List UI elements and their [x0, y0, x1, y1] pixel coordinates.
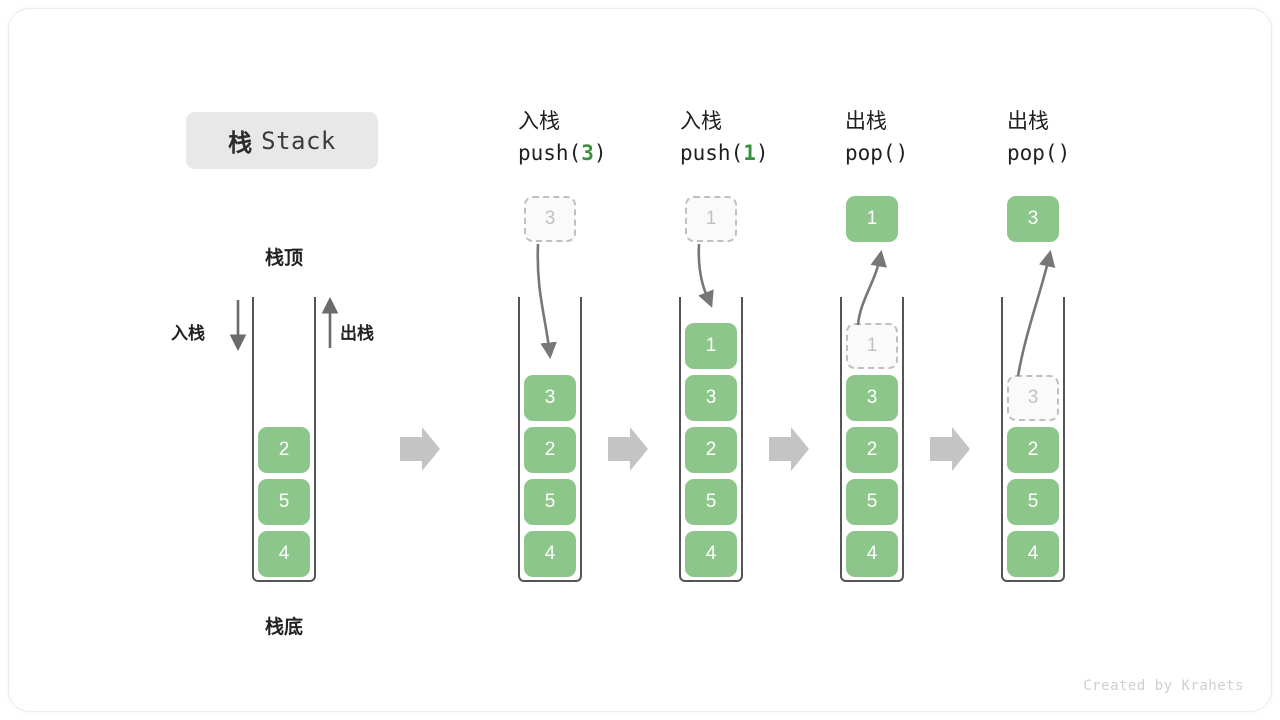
- footer-credit: Created by Krahets: [1083, 678, 1244, 694]
- stack-element-ghost: 1: [846, 323, 898, 369]
- title-english: Stack: [261, 126, 336, 155]
- stack-element: 4: [524, 531, 576, 577]
- stack-container-initial: 2 5 4: [252, 297, 316, 582]
- label-pop-side: 出栈: [340, 324, 374, 343]
- stack-container-pop-3: 2 5 4 3: [1001, 297, 1065, 582]
- label-stack-bottom: 栈底: [264, 617, 303, 638]
- stack-element: 5: [524, 479, 576, 525]
- stack-element: 4: [685, 531, 737, 577]
- stack-element: 2: [1007, 427, 1059, 473]
- label-push-side: 入栈: [171, 324, 205, 343]
- stack-element: 3: [685, 375, 737, 421]
- stack-walls: [679, 297, 743, 582]
- stage-heading-cn: 入栈: [518, 110, 560, 133]
- code-prefix: pop(: [845, 141, 896, 165]
- code-suffix: ): [593, 141, 607, 165]
- stack-element: 4: [1007, 531, 1059, 577]
- stack-container-push-3: 3 2 5 4: [518, 297, 582, 582]
- stack-element: 2: [685, 427, 737, 473]
- stage-heading-pop-3: 出栈 pop(): [1007, 107, 1197, 169]
- stage-heading-cn: 入栈: [680, 110, 722, 133]
- stage-heading-pop-1: 出栈 pop(): [845, 107, 1035, 169]
- code-prefix: push(: [518, 141, 582, 165]
- stage-heading-cn: 出栈: [845, 110, 887, 133]
- stack-element: 5: [685, 479, 737, 525]
- code-prefix: push(: [680, 141, 744, 165]
- stack-element: 4: [846, 531, 898, 577]
- stack-container-push-1: 1 3 2 5 4: [679, 297, 743, 582]
- stack-walls: [252, 297, 316, 582]
- stack-element-ghost: 3: [1007, 375, 1059, 421]
- code-suffix: ): [895, 141, 909, 165]
- stage-heading-push-1: 入栈 push(1): [680, 107, 870, 169]
- stack-element: 2: [524, 427, 576, 473]
- stack-element: 1: [685, 323, 737, 369]
- code-suffix: ): [1057, 141, 1071, 165]
- stack-walls: [1001, 297, 1065, 582]
- popped-element-pop-1: 1: [846, 196, 898, 242]
- stack-walls: [518, 297, 582, 582]
- stack-element: 2: [258, 427, 310, 473]
- stack-element: 5: [258, 479, 310, 525]
- stack-element: 2: [846, 427, 898, 473]
- stage-heading-push-3: 入栈 push(3): [518, 107, 708, 169]
- code-suffix: ): [755, 141, 769, 165]
- code-arg: 1: [743, 141, 756, 165]
- stage-heading-code: push(3): [518, 137, 708, 169]
- pending-element-push-1: 1: [685, 196, 737, 242]
- stack-walls: [840, 297, 904, 582]
- stage-heading-code: pop(): [1007, 137, 1197, 169]
- diagram-title-chip: 栈 Stack: [186, 112, 378, 169]
- stack-element: 5: [846, 479, 898, 525]
- title-chinese: 栈: [228, 130, 253, 157]
- stack-container-pop-1: 3 2 5 4 1: [840, 297, 904, 582]
- pending-element-push-3: 3: [524, 196, 576, 242]
- stack-element: 5: [1007, 479, 1059, 525]
- label-stack-top: 栈顶: [264, 248, 303, 269]
- stage-heading-code: pop(): [845, 137, 1035, 169]
- stage-heading-code: push(1): [680, 137, 870, 169]
- code-arg: 3: [581, 141, 594, 165]
- stack-element: 3: [524, 375, 576, 421]
- code-prefix: pop(: [1007, 141, 1058, 165]
- stage-heading-cn: 出栈: [1007, 110, 1049, 133]
- stack-element: 3: [846, 375, 898, 421]
- stack-element: 4: [258, 531, 310, 577]
- popped-element-pop-3: 3: [1007, 196, 1059, 242]
